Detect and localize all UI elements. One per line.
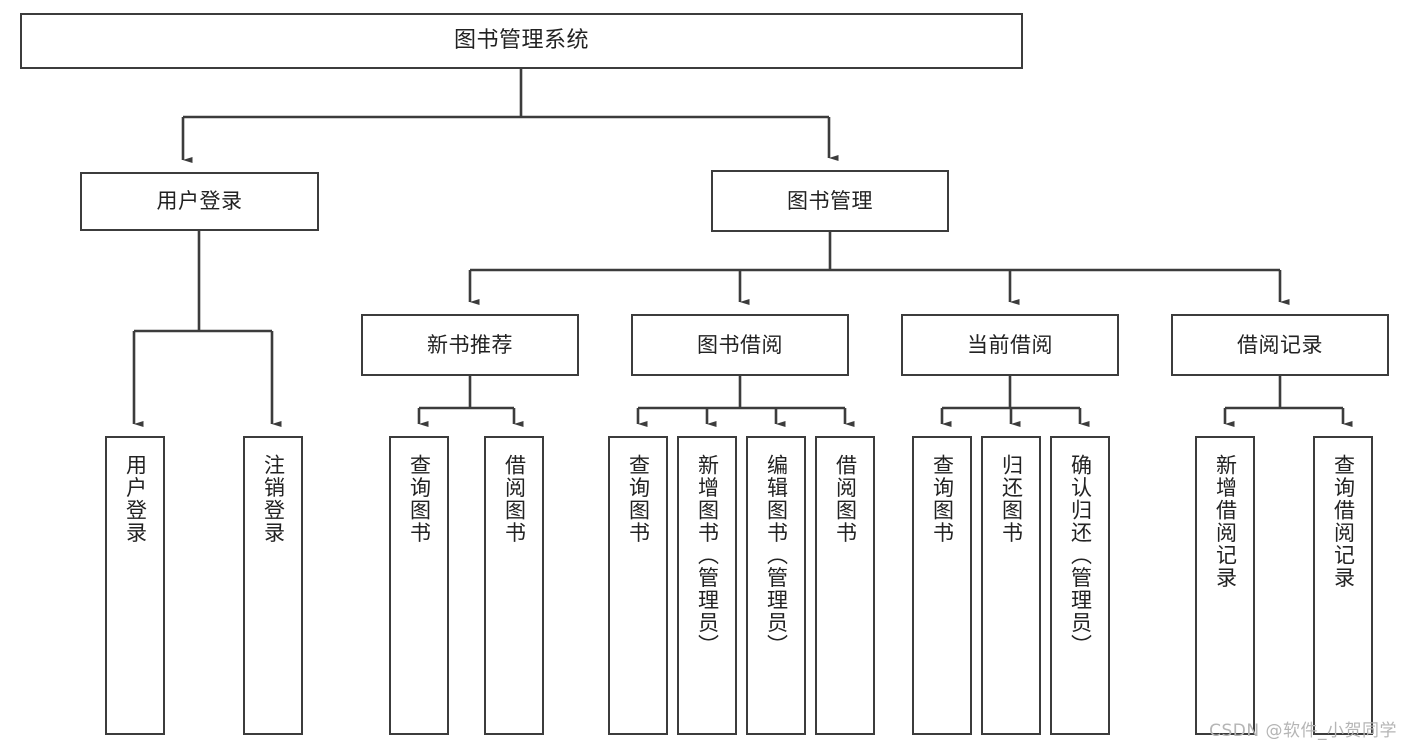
node-user-login-label: 用户登录 [156, 189, 243, 214]
node-leaf-edit-book-label: 编辑图书（管理员） [764, 454, 789, 657]
node-leaf-borrow-book-2[interactable]: 借阅图书 [815, 436, 875, 735]
node-leaf-query-book-2-label: 查询图书 [626, 454, 651, 544]
node-leaf-add-record-label: 新增借阅记录 [1213, 454, 1238, 589]
node-leaf-query-record[interactable]: 查询借阅记录 [1313, 436, 1373, 735]
node-leaf-return-book-label: 归还图书 [999, 454, 1024, 544]
node-current-borrow-label: 当前借阅 [967, 332, 1053, 357]
node-new-book-recommend[interactable]: 新书推荐 [361, 314, 579, 376]
node-leaf-add-book-label: 新增图书（管理员） [695, 454, 720, 657]
node-leaf-user-login[interactable]: 用户登录 [105, 436, 165, 735]
node-root-system[interactable]: 图书管理系统 [20, 13, 1023, 69]
node-leaf-add-record[interactable]: 新增借阅记录 [1195, 436, 1255, 735]
node-book-borrow[interactable]: 图书借阅 [631, 314, 849, 376]
node-current-borrow[interactable]: 当前借阅 [901, 314, 1119, 376]
node-borrow-record[interactable]: 借阅记录 [1171, 314, 1389, 376]
node-leaf-edit-book[interactable]: 编辑图书（管理员） [746, 436, 806, 735]
node-book-management[interactable]: 图书管理 [711, 170, 949, 232]
node-new-book-recommend-label: 新书推荐 [427, 332, 513, 357]
node-leaf-borrow-book-1-label: 借阅图书 [502, 454, 527, 544]
node-leaf-borrow-book-1[interactable]: 借阅图书 [484, 436, 544, 735]
node-leaf-query-record-label: 查询借阅记录 [1331, 454, 1356, 589]
node-user-login[interactable]: 用户登录 [80, 172, 319, 231]
node-leaf-confirm-return-label: 确认归还（管理员） [1068, 454, 1093, 657]
node-leaf-query-book-2[interactable]: 查询图书 [608, 436, 668, 735]
node-leaf-add-book[interactable]: 新增图书（管理员） [677, 436, 737, 735]
node-book-management-label: 图书管理 [787, 188, 873, 213]
node-leaf-query-book-1[interactable]: 查询图书 [389, 436, 449, 735]
node-leaf-user-logout-label: 注销登录 [261, 454, 286, 544]
node-leaf-query-book-1-label: 查询图书 [407, 454, 432, 544]
node-leaf-user-login-label: 用户登录 [123, 454, 148, 544]
node-leaf-user-logout[interactable]: 注销登录 [243, 436, 303, 735]
node-leaf-confirm-return[interactable]: 确认归还（管理员） [1050, 436, 1110, 735]
node-leaf-query-book-3[interactable]: 查询图书 [912, 436, 972, 735]
node-root-system-label: 图书管理系统 [453, 28, 589, 54]
node-leaf-return-book[interactable]: 归还图书 [981, 436, 1041, 735]
node-borrow-record-label: 借阅记录 [1237, 332, 1323, 357]
node-leaf-query-book-3-label: 查询图书 [930, 454, 955, 544]
node-leaf-borrow-book-2-label: 借阅图书 [833, 454, 858, 544]
node-book-borrow-label: 图书借阅 [697, 332, 783, 357]
